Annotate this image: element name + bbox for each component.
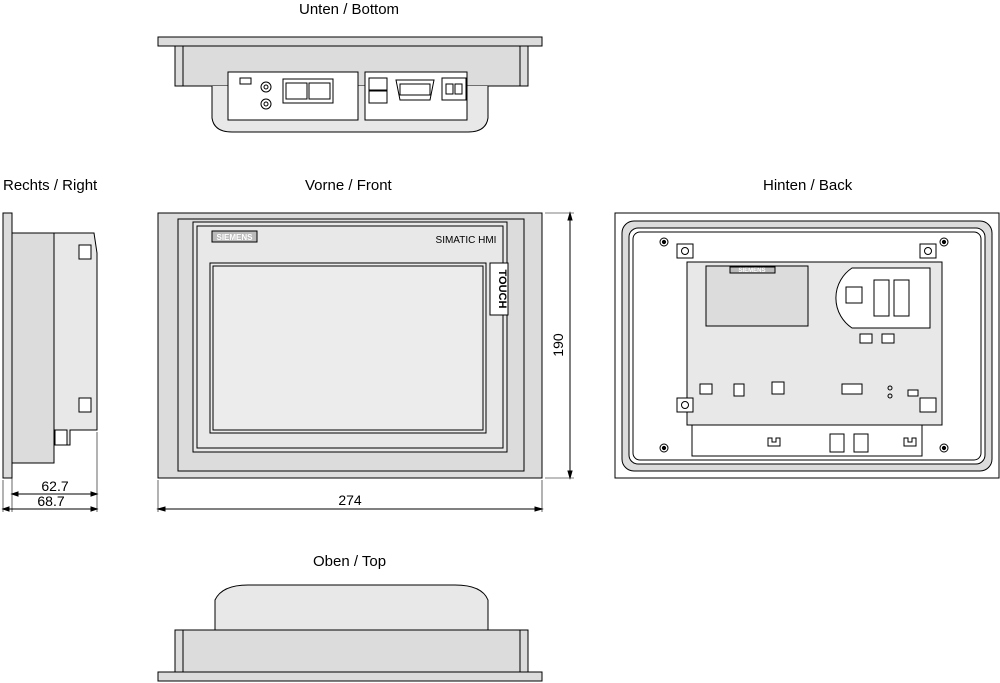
bottom-view bbox=[157, 36, 543, 133]
right-view bbox=[1, 212, 99, 512]
front-brand-badge: SIEMENS bbox=[216, 233, 253, 242]
dim-depth-outer: 68.7 bbox=[37, 493, 64, 509]
dim-depth-inner: 62.7 bbox=[41, 478, 68, 494]
view-label-front: Vorne / Front bbox=[305, 177, 392, 194]
view-label-bottom: Unten / Bottom bbox=[299, 1, 400, 18]
view-label-top: Oben / Top bbox=[313, 553, 387, 570]
front-touch-label: TOUCH bbox=[496, 270, 508, 309]
dim-width: 274 bbox=[338, 492, 362, 508]
front-view bbox=[156, 211, 574, 512]
dim-height: 190 bbox=[550, 333, 566, 357]
back-view bbox=[614, 212, 1000, 479]
front-product-label: SIMATIC HMI bbox=[436, 235, 497, 246]
view-label-back: Hinten / Back bbox=[763, 177, 853, 194]
top-view bbox=[157, 584, 543, 682]
view-label-right: Rechts / Right bbox=[3, 177, 98, 194]
back-brand-label: SIEMENS bbox=[738, 268, 765, 274]
